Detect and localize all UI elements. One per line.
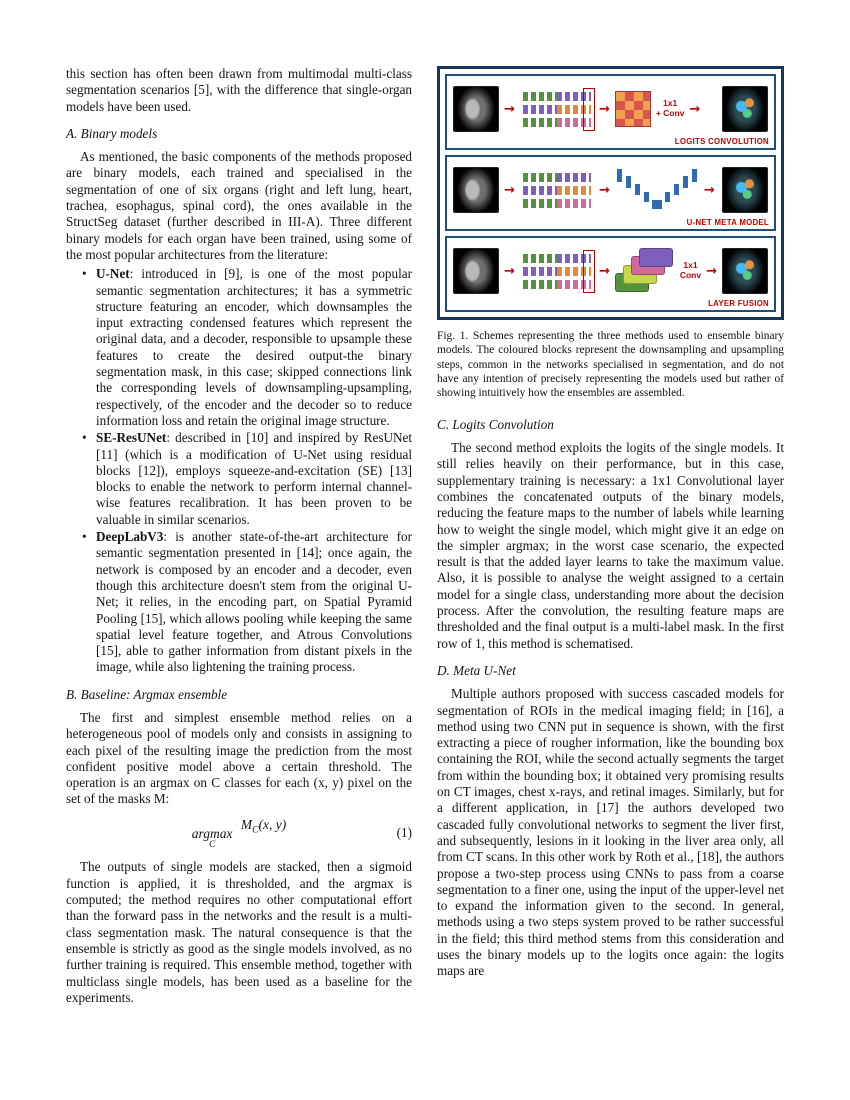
- section-heading-meta-unet: D. Meta U-Net: [437, 662, 516, 678]
- arrow-icon: →: [504, 263, 515, 279]
- logits-highlight-box: [582, 249, 595, 293]
- arrow-icon: →: [598, 263, 610, 279]
- conv-1x1-label: 1x1 Conv: [679, 260, 702, 280]
- baseline-paragraph-2: The outputs of single models are stacked…: [66, 859, 413, 1005]
- fusion-layer: [638, 248, 673, 267]
- ct-input-image: [453, 167, 500, 213]
- list-item-se-resunet: SE-ResUNet: described in [10] and inspir…: [66, 430, 412, 528]
- model-strips: [522, 172, 591, 208]
- model-strip: [522, 266, 591, 276]
- list-item-unet: U-Net: introduced in [9], is one of the …: [66, 266, 412, 429]
- method-label-unet-meta-model: U-NET META MODEL: [686, 218, 769, 228]
- meta-unet-paragraph: Multiple authors proposed with success c…: [437, 686, 784, 979]
- arrow-icon: →: [504, 182, 515, 198]
- unet-diagram: [616, 169, 697, 209]
- binary-models-stack: [520, 171, 594, 210]
- argmax-operator: argmax C: [191, 825, 233, 850]
- model-strip: [522, 279, 591, 289]
- equation-1: argmax C MC(x, y) (1): [66, 817, 412, 851]
- ct-input-image: [453, 86, 500, 132]
- arrow-icon: →: [706, 263, 717, 279]
- baseline-paragraph-1: The first and simplest ensemble method r…: [66, 709, 413, 807]
- logits-highlight-box: [582, 87, 595, 131]
- logits-convolution-paragraph: The second method exploits the logits of…: [437, 440, 784, 651]
- right-column: → → 1x1 + Conv → LOGITS CONVOLUTION: [437, 66, 784, 1007]
- architecture-list: U-Net: introduced in [9], is one of the …: [66, 266, 412, 675]
- model-strip: [522, 198, 591, 208]
- term-se-resunet: SE-ResUNet: [96, 430, 167, 446]
- output-segmentation-image: [722, 86, 768, 132]
- arrow-icon: →: [703, 182, 715, 198]
- left-column: this section has often been drawn from m…: [66, 66, 412, 1007]
- conv-1x1-label: 1x1 + Conv: [655, 98, 685, 118]
- mask-function: MC(x, y): [240, 816, 287, 836]
- arrow-icon: →: [598, 101, 610, 117]
- term-deeplabv3: DeepLabV3: [96, 529, 164, 545]
- figure-caption: Fig. 1. Schemes representing the three m…: [437, 330, 784, 400]
- model-strip: [522, 253, 591, 263]
- term-unet: U-Net: [96, 266, 130, 282]
- binary-models-stack: [520, 87, 595, 131]
- output-segmentation-image: [722, 167, 768, 213]
- paper-page: this section has often been drawn from m…: [0, 0, 850, 1007]
- list-item-text: : is another state-of-the-art architectu…: [96, 529, 413, 675]
- concatenated-logits-grid: [614, 91, 651, 127]
- model-strip: [522, 172, 591, 182]
- list-item-deeplabv3: DeepLabV3: is another state-of-the-art a…: [66, 529, 412, 676]
- model-strips: [522, 91, 591, 127]
- figure-row-logits-convolution: → → 1x1 + Conv → LOGITS CONVOLUTION: [445, 74, 776, 150]
- arrow-icon: →: [598, 182, 610, 198]
- arrow-icon: →: [689, 101, 701, 117]
- section-heading-baseline-argmax: B. Baseline: Argmax ensemble: [66, 686, 228, 702]
- fused-layers-stack: [614, 247, 675, 295]
- model-strip: [522, 91, 591, 101]
- model-strip: [522, 185, 591, 195]
- binary-models-paragraph: As mentioned, the basic components of th…: [66, 149, 413, 262]
- intro-paragraph: this section has often been drawn from m…: [66, 66, 413, 114]
- method-label-layer-fusion: LAYER FUSION: [708, 299, 769, 309]
- section-heading-binary-models: A. Binary models: [66, 125, 158, 141]
- list-item-text: : introduced in [9], is one of the most …: [96, 266, 413, 428]
- model-strip: [522, 104, 591, 114]
- section-heading-logits-convolution: C. Logits Convolution: [437, 416, 554, 432]
- equation-number: (1): [396, 825, 413, 841]
- figure-1: → → 1x1 + Conv → LOGITS CONVOLUTION: [437, 66, 784, 320]
- model-strips: [522, 253, 591, 289]
- output-segmentation-image: [722, 248, 768, 294]
- figure-row-unet-meta-model: → →: [445, 155, 776, 231]
- figure-row-layer-fusion: → → 1x1 Conv →: [445, 236, 776, 312]
- equation-body: argmax C MC(x, y): [92, 817, 386, 851]
- binary-models-stack: [520, 249, 595, 293]
- arrow-icon: →: [504, 101, 515, 117]
- method-label-logits-convolution: LOGITS CONVOLUTION: [674, 137, 769, 147]
- list-item-text: : described in [10] and inspired by ResU…: [96, 430, 413, 527]
- ct-input-image: [453, 248, 500, 294]
- model-strip: [522, 117, 591, 127]
